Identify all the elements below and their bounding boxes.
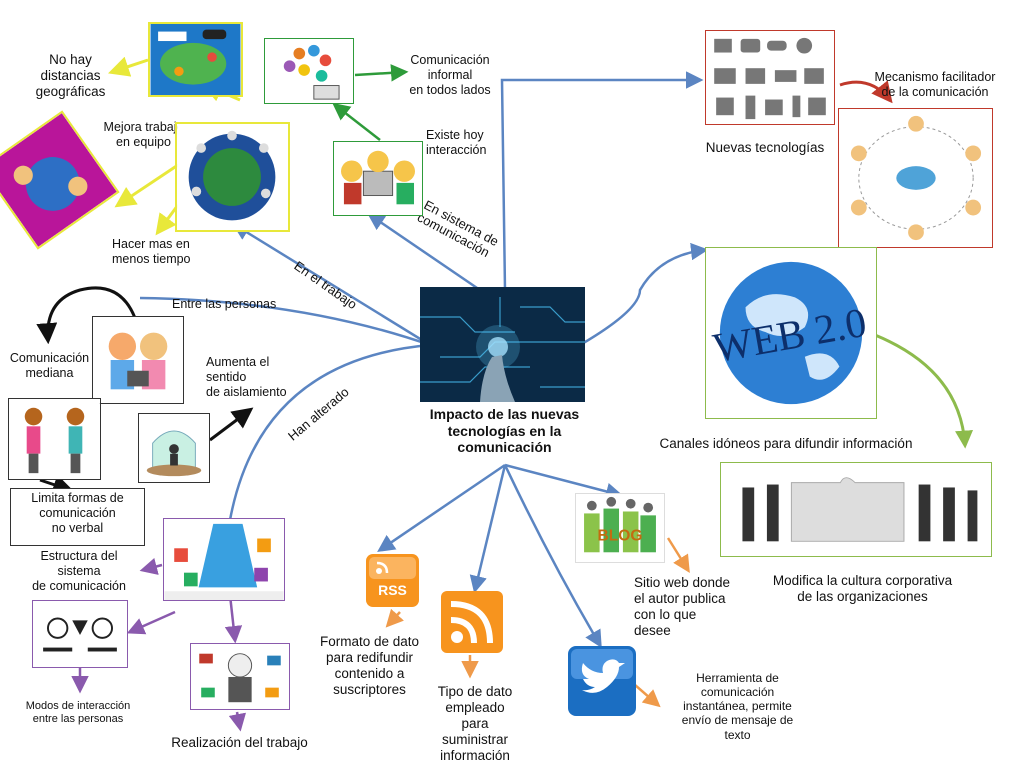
label-limita-formas: Limita formas de comunicación no verbal (10, 488, 145, 546)
branch-label-personas: Entre las personas (172, 297, 277, 311)
informal-communication-image (264, 38, 354, 104)
label-mecanismo: Mecanismo facilitador de la comunicación (874, 70, 996, 99)
structure-image (163, 518, 285, 601)
twitter-icon (567, 645, 637, 717)
puzzle-image (720, 462, 992, 557)
label-formato-dato: Formato de dato para redifundir contenid… (319, 634, 420, 697)
label-realizacion-trabajo: Realización del trabajo (171, 735, 308, 750)
blog-text: BLOG (598, 528, 643, 545)
label-aumenta-aislamiento: Aumenta el sentido de aislamiento (206, 355, 287, 399)
label-modos-interaccion: Modos de interacción entre las personas (25, 700, 131, 725)
interaction-modes-image (32, 600, 128, 668)
kids-tablet-image (92, 316, 184, 404)
label-mejora-trabajo: Mejora trabajo en equipo (103, 120, 184, 149)
label-existe-interaccion: Existe hoy interacción (426, 128, 487, 157)
rss-text: RSS (378, 582, 407, 598)
network-people-image (838, 108, 993, 248)
label-no-hay-distancias: No hay distancias geográficas (35, 52, 106, 99)
label-herramienta: Herramienta de comunicación instantánea,… (681, 671, 794, 742)
blog-image: BLOG (575, 493, 665, 563)
label-estructura-sistema: Estructura del sistema de comunicación (32, 549, 126, 593)
world-map-image (148, 22, 243, 97)
interaction-image (333, 141, 423, 216)
label-sitio-web: Sitio web donde el autor publica con lo … (634, 575, 731, 638)
label-tipo-dato: Tipo de dato empleado para suministrar i… (437, 684, 513, 763)
feed-icon (440, 590, 504, 654)
web-globe-image: WEB 2.0 (705, 247, 877, 419)
center-image (420, 287, 585, 402)
work-image (190, 643, 290, 710)
label-modifica-cultura: Modifica la cultura corporativa de las o… (772, 573, 953, 604)
devices-image (705, 30, 835, 125)
two-people-image (8, 398, 101, 480)
label-nuevas-tecnologias: Nuevas tecnologías (705, 140, 825, 155)
network-image (175, 122, 290, 232)
rss-icon: RSS (365, 553, 420, 608)
label-comunicacion-mediana: Comunicación mediana (9, 351, 90, 380)
center-title: Impacto de las nuevas tecnologías en la … (429, 406, 580, 456)
teamwork-image (0, 110, 120, 250)
label-canales: Canales idóneos para difundir informació… (659, 436, 913, 451)
label-comunicacion-informal: Comunicación informal en todos lados (409, 53, 491, 97)
label-hacer-mas: Hacer mas en menos tiempo (112, 237, 191, 266)
isolation-image (138, 413, 210, 483)
